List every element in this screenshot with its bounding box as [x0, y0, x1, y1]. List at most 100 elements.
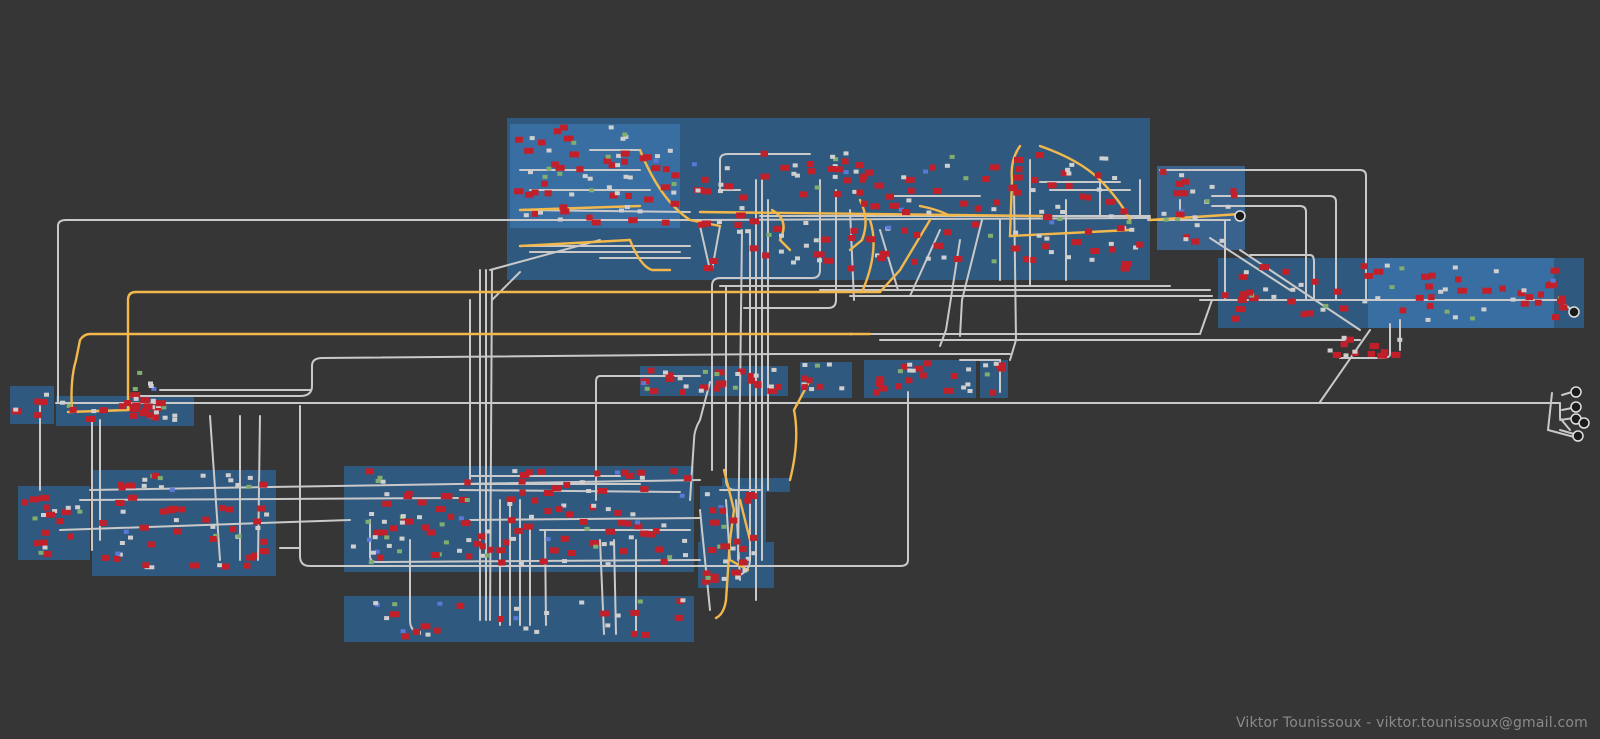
graph-node-icon[interactable] [587, 176, 593, 181]
graph-node-icon[interactable] [513, 616, 519, 621]
graph-node-icon[interactable] [173, 528, 182, 535]
graph-node-icon[interactable] [714, 372, 720, 377]
graph-node-icon[interactable] [1204, 199, 1210, 204]
graph-node-icon[interactable] [543, 490, 554, 496]
graph-node-icon[interactable] [609, 541, 615, 546]
graph-node-icon[interactable] [1221, 292, 1229, 299]
graph-node-icon[interactable] [919, 372, 927, 379]
graph-node-icon[interactable] [571, 140, 577, 145]
graph-node-icon[interactable] [1311, 278, 1319, 285]
graph-node-icon[interactable] [653, 158, 659, 163]
graph-node-icon[interactable] [448, 513, 455, 520]
graph-node-icon[interactable] [671, 182, 677, 186]
graph-node-icon[interactable] [738, 559, 748, 566]
output-node-icon[interactable] [1570, 401, 1582, 413]
graph-node-icon[interactable] [635, 520, 640, 525]
graph-node-icon[interactable] [856, 189, 864, 196]
graph-node-icon[interactable] [519, 489, 526, 496]
graph-node-icon[interactable] [1425, 283, 1433, 290]
graph-node-icon[interactable] [67, 533, 74, 540]
graph-node-icon[interactable] [817, 258, 822, 263]
graph-node-icon[interactable] [1332, 352, 1341, 358]
graph-node-icon[interactable] [417, 515, 422, 520]
graph-node-icon[interactable] [1030, 188, 1036, 193]
graph-node-icon[interactable] [85, 416, 96, 422]
graph-node-icon[interactable] [567, 550, 576, 556]
graph-node-icon[interactable] [1364, 272, 1373, 279]
graph-node-icon[interactable] [683, 384, 689, 389]
graph-node-icon[interactable] [1042, 214, 1053, 221]
graph-node-icon[interactable] [531, 497, 539, 504]
graph-node-icon[interactable] [1069, 162, 1075, 167]
graph-node-icon[interactable] [1438, 289, 1444, 294]
graph-node-icon[interactable] [907, 187, 915, 194]
graph-node-icon[interactable] [538, 139, 546, 146]
graph-node-icon[interactable] [655, 154, 660, 159]
graph-node-icon[interactable] [124, 400, 132, 406]
graph-node-icon[interactable] [202, 516, 211, 523]
graph-node-icon[interactable] [620, 136, 626, 141]
graph-node-icon[interactable] [39, 399, 48, 406]
graph-node-icon[interactable] [734, 538, 741, 545]
graph-node-icon[interactable] [1209, 184, 1215, 189]
graph-node-icon[interactable] [551, 485, 562, 492]
graph-node-icon[interactable] [519, 472, 530, 478]
output-node-icon[interactable] [1568, 306, 1580, 318]
graph-node-icon[interactable] [514, 188, 524, 195]
graph-node-icon[interactable] [130, 392, 141, 399]
graph-node-icon[interactable] [1047, 182, 1057, 189]
graph-node-icon[interactable] [560, 535, 569, 542]
graph-node-icon[interactable] [1060, 210, 1066, 214]
graph-node-icon[interactable] [806, 161, 814, 167]
graph-node-icon[interactable] [1538, 291, 1544, 298]
graph-node-icon[interactable] [1008, 185, 1016, 192]
graph-node-icon[interactable] [874, 182, 885, 189]
graph-node-icon[interactable] [430, 552, 440, 558]
graph-node-icon[interactable] [630, 630, 638, 637]
graph-node-icon[interactable] [152, 405, 161, 412]
graph-node-icon[interactable] [38, 539, 48, 546]
graph-node-icon[interactable] [718, 182, 724, 187]
graph-node-icon[interactable] [736, 212, 746, 219]
graph-node-icon[interactable] [569, 192, 575, 197]
graph-node-icon[interactable] [506, 496, 516, 503]
graph-node-icon[interactable] [1248, 295, 1259, 302]
graph-node-icon[interactable] [767, 388, 777, 394]
graph-node-icon[interactable] [168, 505, 178, 512]
graph-node-icon[interactable] [532, 210, 538, 217]
graph-node-icon[interactable] [1520, 300, 1529, 307]
graph-node-icon[interactable] [718, 505, 724, 510]
graph-node-icon[interactable] [52, 509, 58, 514]
graph-node-icon[interactable] [514, 136, 523, 143]
graph-node-icon[interactable] [466, 538, 472, 543]
graph-node-icon[interactable] [923, 360, 932, 367]
graph-node-icon[interactable] [993, 199, 1001, 206]
graph-node-icon[interactable] [1534, 299, 1542, 306]
graph-node-icon[interactable] [546, 148, 552, 153]
output-node-icon[interactable] [1570, 386, 1582, 398]
graph-node-icon[interactable] [780, 164, 790, 171]
graph-node-icon[interactable] [590, 540, 599, 547]
graph-node-icon[interactable] [225, 473, 231, 478]
graph-node-icon[interactable] [236, 534, 242, 539]
graph-node-icon[interactable] [708, 547, 717, 553]
graph-node-icon[interactable] [1055, 204, 1061, 209]
graph-node-icon[interactable] [991, 259, 997, 264]
graph-node-icon[interactable] [1230, 188, 1237, 195]
graph-node-icon[interactable] [544, 190, 552, 197]
graph-node-icon[interactable] [1238, 273, 1248, 280]
graph-node-icon[interactable] [374, 549, 380, 554]
graph-node-icon[interactable] [1389, 285, 1395, 290]
graph-node-icon[interactable] [377, 475, 383, 480]
graph-node-icon[interactable] [667, 555, 673, 560]
graph-node-icon[interactable] [1094, 172, 1102, 179]
graph-node-icon[interactable] [366, 537, 372, 542]
graph-node-icon[interactable] [563, 135, 574, 142]
graph-node-icon[interactable] [679, 389, 686, 396]
graph-node-icon[interactable] [680, 598, 686, 603]
graph-node-icon[interactable] [372, 535, 378, 540]
graph-node-icon[interactable] [443, 540, 449, 545]
graph-node-icon[interactable] [537, 468, 546, 475]
graph-node-icon[interactable] [498, 559, 506, 566]
graph-node-icon[interactable] [172, 417, 178, 422]
